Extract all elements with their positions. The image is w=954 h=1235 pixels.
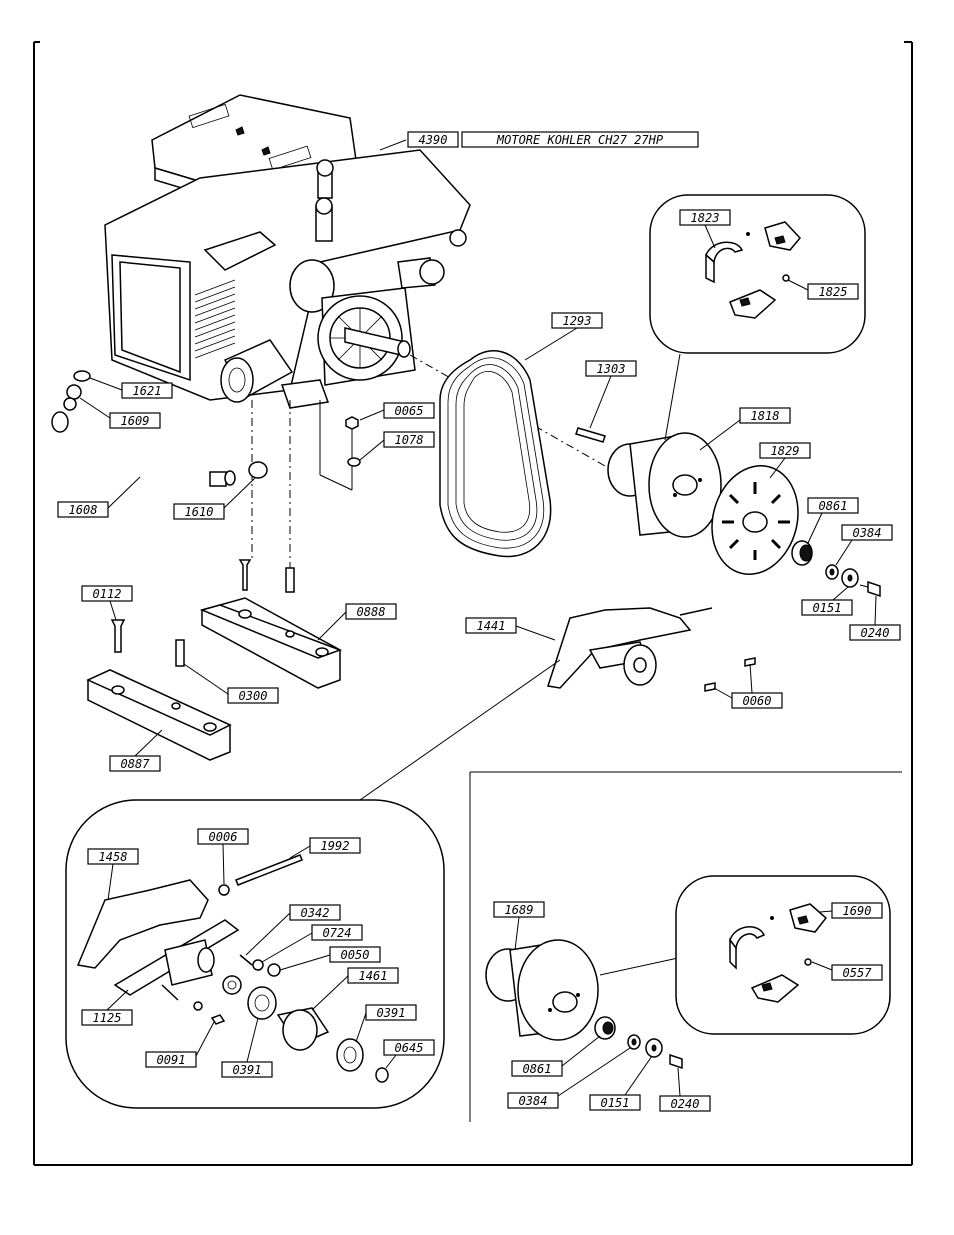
nut-washer-pair xyxy=(346,417,360,466)
part-number-1621: 1621 xyxy=(133,384,162,398)
part-number-0060: 0060 xyxy=(743,694,772,708)
part-number-0887: 0887 xyxy=(121,757,151,771)
part-number-1458: 1458 xyxy=(99,850,128,864)
label-1303: 1303 xyxy=(586,361,636,428)
label-0065: 0065 xyxy=(360,403,434,420)
label-1293: 1293 xyxy=(525,313,602,360)
part-number-1608: 1608 xyxy=(69,503,98,517)
part-number-0342: 0342 xyxy=(301,906,330,920)
label-0240-top: 0240 xyxy=(850,596,900,640)
part-number-0391: 0391 xyxy=(377,1006,406,1020)
label-0384-top: 0384 xyxy=(836,525,892,565)
part-number-0006: 0006 xyxy=(209,830,238,844)
part-number-4390: 4390 xyxy=(419,133,448,147)
part-number-0888: 0888 xyxy=(357,605,386,619)
part-number-0240: 0240 xyxy=(861,626,890,640)
part-number-1441: 1441 xyxy=(477,619,506,633)
label-1621: 1621 xyxy=(90,378,172,398)
clutch-retainer-hardware xyxy=(792,541,880,596)
part-number-1078: 1078 xyxy=(395,433,424,447)
part-number-1992: 1992 xyxy=(321,839,350,853)
part-number-0384: 0384 xyxy=(853,526,882,540)
part-number-0151: 0151 xyxy=(601,1096,630,1110)
part-number-0240: 0240 xyxy=(671,1097,700,1111)
part-number-1125: 1125 xyxy=(93,1011,122,1025)
part-number-1829: 1829 xyxy=(771,444,800,458)
label-1078: 1078 xyxy=(360,432,434,460)
part-number-0645: 0645 xyxy=(395,1041,424,1055)
part-number-0065: 0065 xyxy=(395,404,424,418)
part-number-1293: 1293 xyxy=(563,314,592,328)
label-0861-bottom: 0861 xyxy=(512,1036,600,1076)
part-number-0384: 0384 xyxy=(519,1094,548,1108)
part-number-0391: 0391 xyxy=(233,1063,262,1077)
part-number-0300: 0300 xyxy=(239,689,268,703)
label-1608: 1608 xyxy=(58,477,140,517)
part-number-0151: 0151 xyxy=(813,601,842,615)
part-number-1303: 1303 xyxy=(597,362,626,376)
part-number-0050: 0050 xyxy=(341,948,370,962)
part-number-0112: 0112 xyxy=(93,587,122,601)
part-number-0724: 0724 xyxy=(323,926,352,940)
title-text: MOTORE KOHLER CH27 27HP xyxy=(496,133,664,147)
part-number-1610: 1610 xyxy=(185,505,214,519)
alternate-shoe-detail-box xyxy=(676,876,890,1034)
part-number-1818: 1818 xyxy=(751,409,780,423)
part-number-1690: 1690 xyxy=(843,904,872,918)
part-number-1461: 1461 xyxy=(359,969,388,983)
label-0888: 0888 xyxy=(318,604,396,640)
label-0151-bottom: 0151 xyxy=(590,1056,652,1110)
label-1689: 1689 xyxy=(494,902,544,950)
label-title: MOTORE KOHLER CH27 27HP xyxy=(462,132,698,147)
label-0240-bottom: 0240 xyxy=(660,1068,710,1111)
part-number-0091: 0091 xyxy=(157,1053,186,1067)
part-number-0557: 0557 xyxy=(843,966,873,980)
part-number-1689: 1689 xyxy=(505,903,534,917)
label-0060: 0060 xyxy=(714,664,782,708)
label-1441: 1441 xyxy=(466,618,555,640)
part-number-1609: 1609 xyxy=(121,414,150,428)
label-0887: 0887 xyxy=(110,730,162,771)
part-number-1823: 1823 xyxy=(691,211,720,225)
part-number-0861: 0861 xyxy=(523,1062,552,1076)
belt-tensioner xyxy=(360,608,755,800)
label-0112: 0112 xyxy=(82,586,132,620)
clutch-shoe-detail-box xyxy=(650,195,865,440)
drive-belt xyxy=(440,351,551,557)
label-4390: 4390 xyxy=(408,132,458,147)
mounting-block-lower xyxy=(88,620,230,760)
label-0300: 0300 xyxy=(184,664,278,703)
mounting-block-upper xyxy=(202,560,340,688)
part-number-0861: 0861 xyxy=(819,499,848,513)
label-0151-top: 0151 xyxy=(802,587,852,615)
label-1609: 1609 xyxy=(80,398,160,428)
clutch-drum xyxy=(608,433,721,537)
part-number-1825: 1825 xyxy=(819,285,848,299)
shaft-key xyxy=(576,428,605,442)
